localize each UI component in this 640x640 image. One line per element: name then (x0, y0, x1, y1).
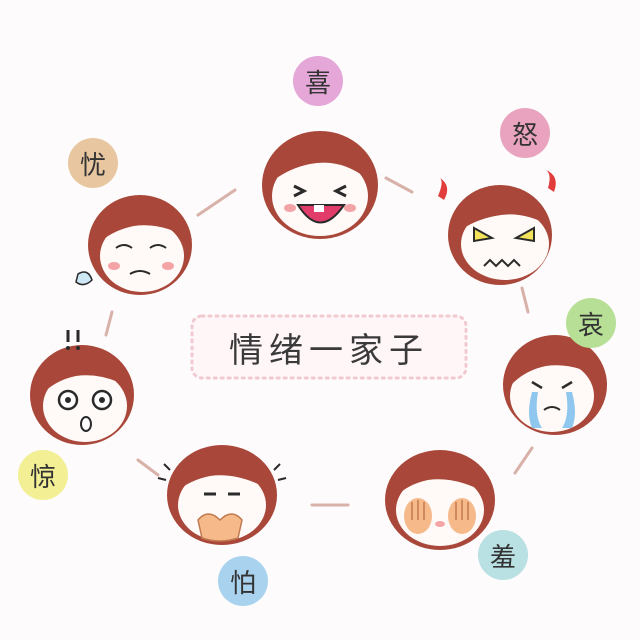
badge-sad: 哀 (566, 298, 616, 348)
badge-shy: 羞 (478, 530, 528, 580)
title: 情绪一家子 (229, 330, 429, 371)
title-frame (190, 314, 468, 380)
face-sad (503, 335, 607, 435)
badge-scared: 怕 (218, 556, 268, 606)
badge-surprised: 惊 (18, 450, 68, 500)
face-angry (438, 170, 556, 285)
badge-angry: 怒 (500, 108, 550, 158)
badge-happy: 喜 (293, 56, 343, 106)
face-shy (385, 450, 495, 550)
face-worried (75, 195, 192, 295)
badge-worried: 忧 (68, 138, 118, 188)
face-scared (157, 445, 287, 545)
face-surprised (30, 330, 134, 445)
connector-lines (104, 176, 534, 507)
face-happy (262, 131, 378, 239)
